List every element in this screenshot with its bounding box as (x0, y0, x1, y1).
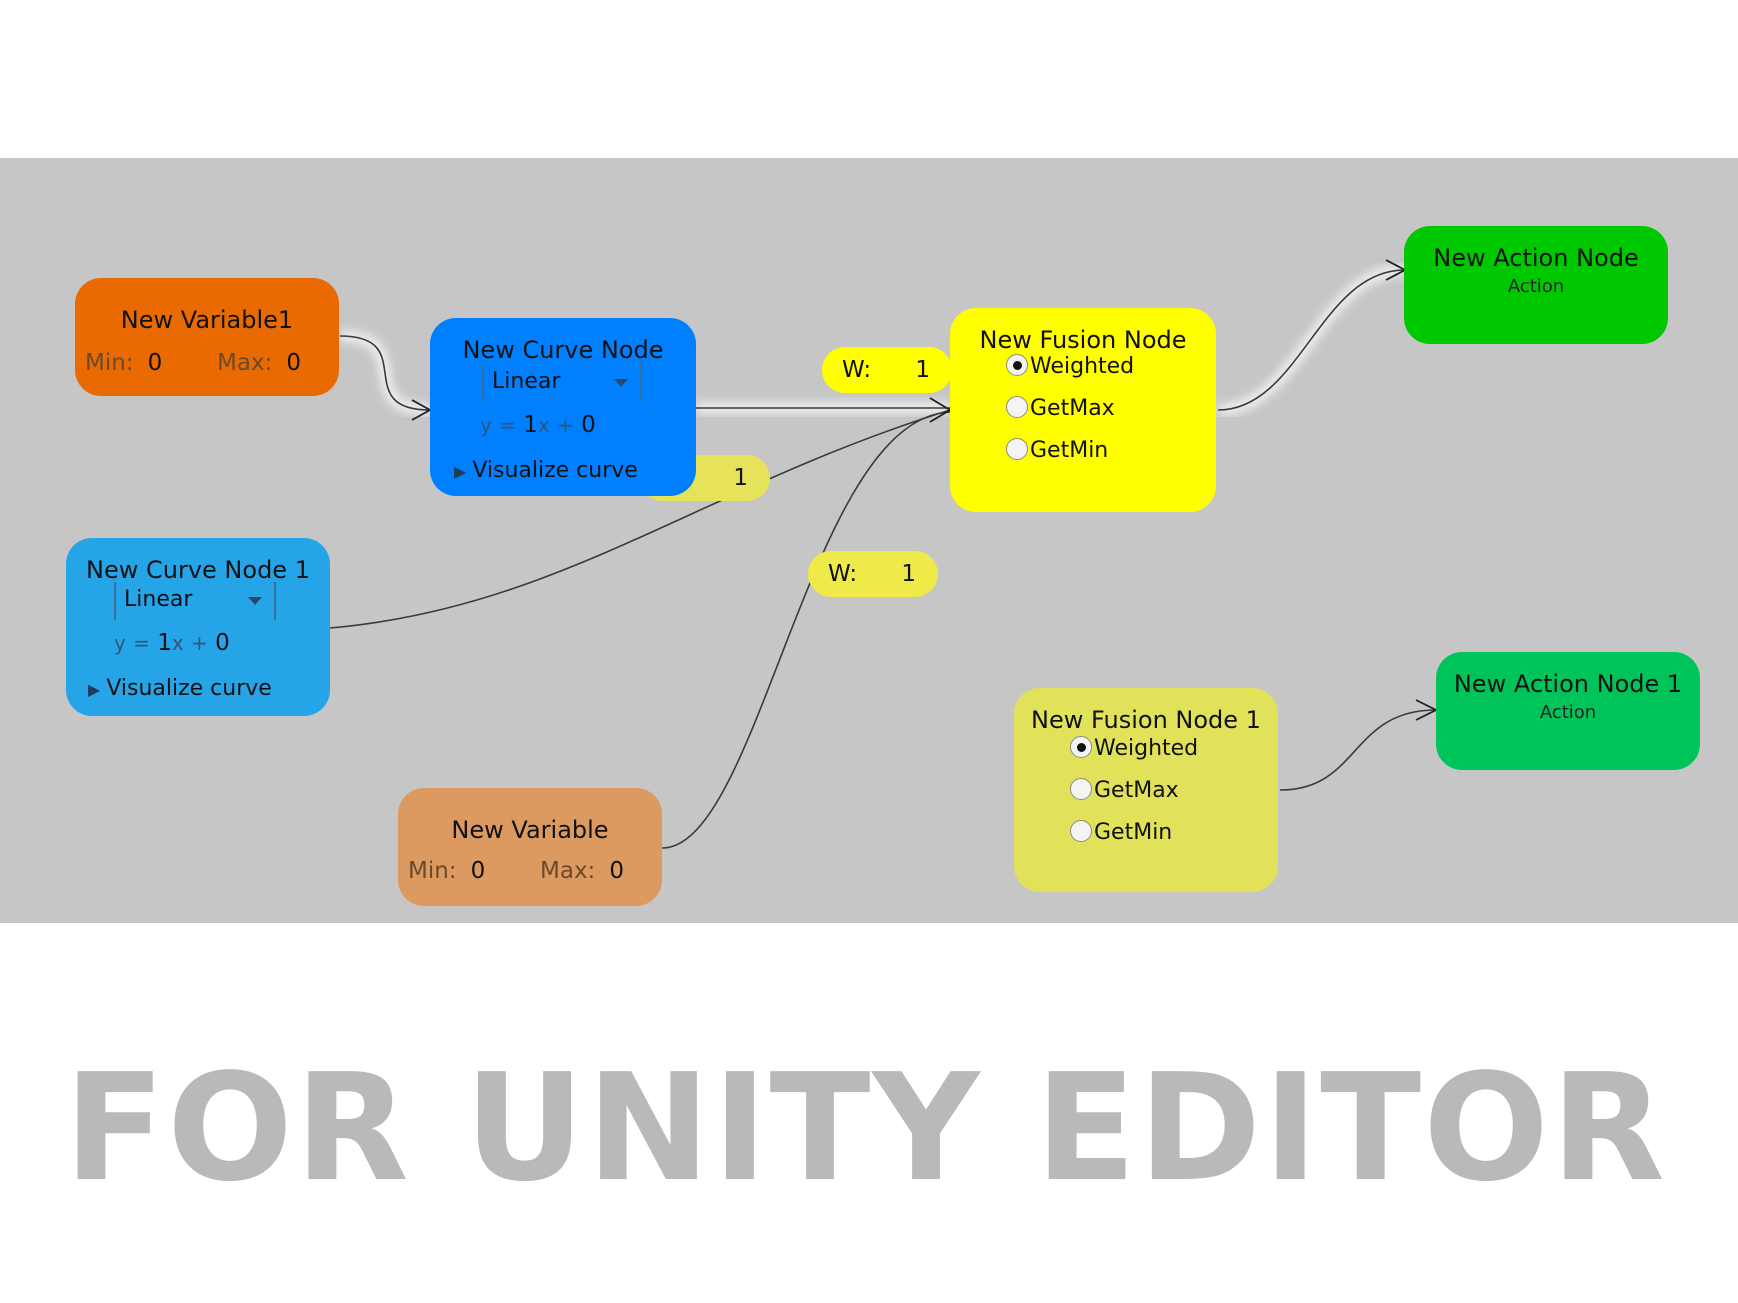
max-label: Max: (217, 350, 273, 376)
wire-curve1-to-fusion (329, 409, 951, 629)
curve-type-value: Linear (492, 369, 561, 394)
node-title: New Action Node (1433, 244, 1639, 272)
node-subtitle: Action (1539, 702, 1597, 723)
slope-value[interactable]: 1 (157, 630, 172, 656)
option-weighted[interactable]: Weighted (1070, 736, 1198, 761)
node-title: New Fusion Node 1 (1031, 706, 1261, 734)
wire-variable-to-fusion (661, 411, 951, 849)
node-title: New Curve Node 1 (86, 556, 310, 584)
weight-value[interactable]: 1 (901, 561, 916, 587)
radio-icon (1070, 820, 1092, 842)
option-getmax[interactable]: GetMax (1006, 396, 1115, 421)
max-label: Max: (540, 858, 596, 884)
fusion-node[interactable]: New Fusion Node Weighted GetMax GetMin (950, 308, 1216, 512)
variable-node-1[interactable]: New Variable1 Min: 0 Max: 0 (75, 278, 339, 396)
curve-equation: y = 1x + 0 (480, 412, 596, 438)
option-weighted[interactable]: Weighted (1006, 354, 1134, 379)
option-getmax[interactable]: GetMax (1070, 778, 1179, 803)
node-subtitle: Action (1507, 276, 1565, 297)
intercept-value[interactable]: 0 (581, 412, 596, 438)
curve-equation: y = 1x + 0 (114, 630, 230, 656)
slope-value[interactable]: 1 (523, 412, 538, 438)
node-title: New Variable (451, 816, 609, 844)
wire-fusion-to-action (1217, 269, 1406, 411)
radio-selected-icon (1006, 354, 1028, 376)
chevron-down-icon (248, 597, 262, 605)
weight-value[interactable]: 1 (733, 465, 748, 491)
curve-type-dropdown[interactable]: Linear (482, 364, 642, 402)
radio-icon (1006, 396, 1028, 418)
weight-label: W: (828, 561, 858, 587)
triangle-right-icon: ▶ (454, 462, 467, 481)
radio-selected-icon (1070, 736, 1092, 758)
weight-field-1[interactable]: W: 1 (822, 347, 952, 393)
action-node-1[interactable]: New Action Node 1 Action (1436, 652, 1700, 770)
min-value[interactable]: 0 (147, 350, 163, 376)
max-value[interactable]: 0 (609, 858, 624, 884)
curve-node[interactable]: New Curve Node Linear y = 1x + 0 ▶Visual… (430, 318, 696, 496)
min-value[interactable]: 0 (470, 858, 486, 884)
chevron-down-icon (614, 379, 628, 387)
max-value[interactable]: 0 (286, 350, 301, 376)
node-title: New Curve Node (462, 336, 664, 364)
weight-field-3[interactable]: W: 1 (808, 551, 938, 597)
wire-fusion1-to-action1 (1279, 709, 1437, 791)
action-node[interactable]: New Action Node Action (1404, 226, 1668, 344)
node-title: New Action Node 1 (1453, 670, 1683, 698)
min-label: Min: (408, 858, 457, 884)
node-title: New Variable1 (120, 306, 294, 334)
option-getmin[interactable]: GetMin (1070, 820, 1172, 845)
min-label: Min: (85, 350, 134, 376)
wire-variable1-to-curve (339, 335, 431, 411)
tagline-heading: FOR UNITY EDITOR (64, 1042, 1667, 1214)
radio-icon (1006, 438, 1028, 460)
curve-type-dropdown[interactable]: Linear (114, 582, 276, 620)
visualize-curve-toggle[interactable]: ▶Visualize curve (88, 676, 272, 701)
curve-node-1[interactable]: New Curve Node 1 Linear y = 1x + 0 ▶Visu… (66, 538, 330, 716)
node-title: New Fusion Node (979, 326, 1187, 354)
node-graph-canvas[interactable]: 1 New Variable1 Min:0 Max:0 New Curve No… (0, 158, 1738, 923)
intercept-value[interactable]: 0 (215, 630, 230, 656)
visualize-curve-toggle[interactable]: ▶Visualize curve (454, 458, 638, 483)
radio-icon (1070, 778, 1092, 800)
triangle-right-icon: ▶ (88, 680, 101, 699)
option-getmin[interactable]: GetMin (1006, 438, 1108, 463)
curve-type-value: Linear (124, 587, 193, 612)
weight-label: W: (842, 357, 872, 383)
variable-node[interactable]: New Variable Min: 0 Max: 0 (398, 788, 662, 906)
fusion-node-1[interactable]: New Fusion Node 1 Weighted GetMax GetMin (1014, 688, 1278, 892)
weight-value[interactable]: 1 (915, 357, 930, 383)
